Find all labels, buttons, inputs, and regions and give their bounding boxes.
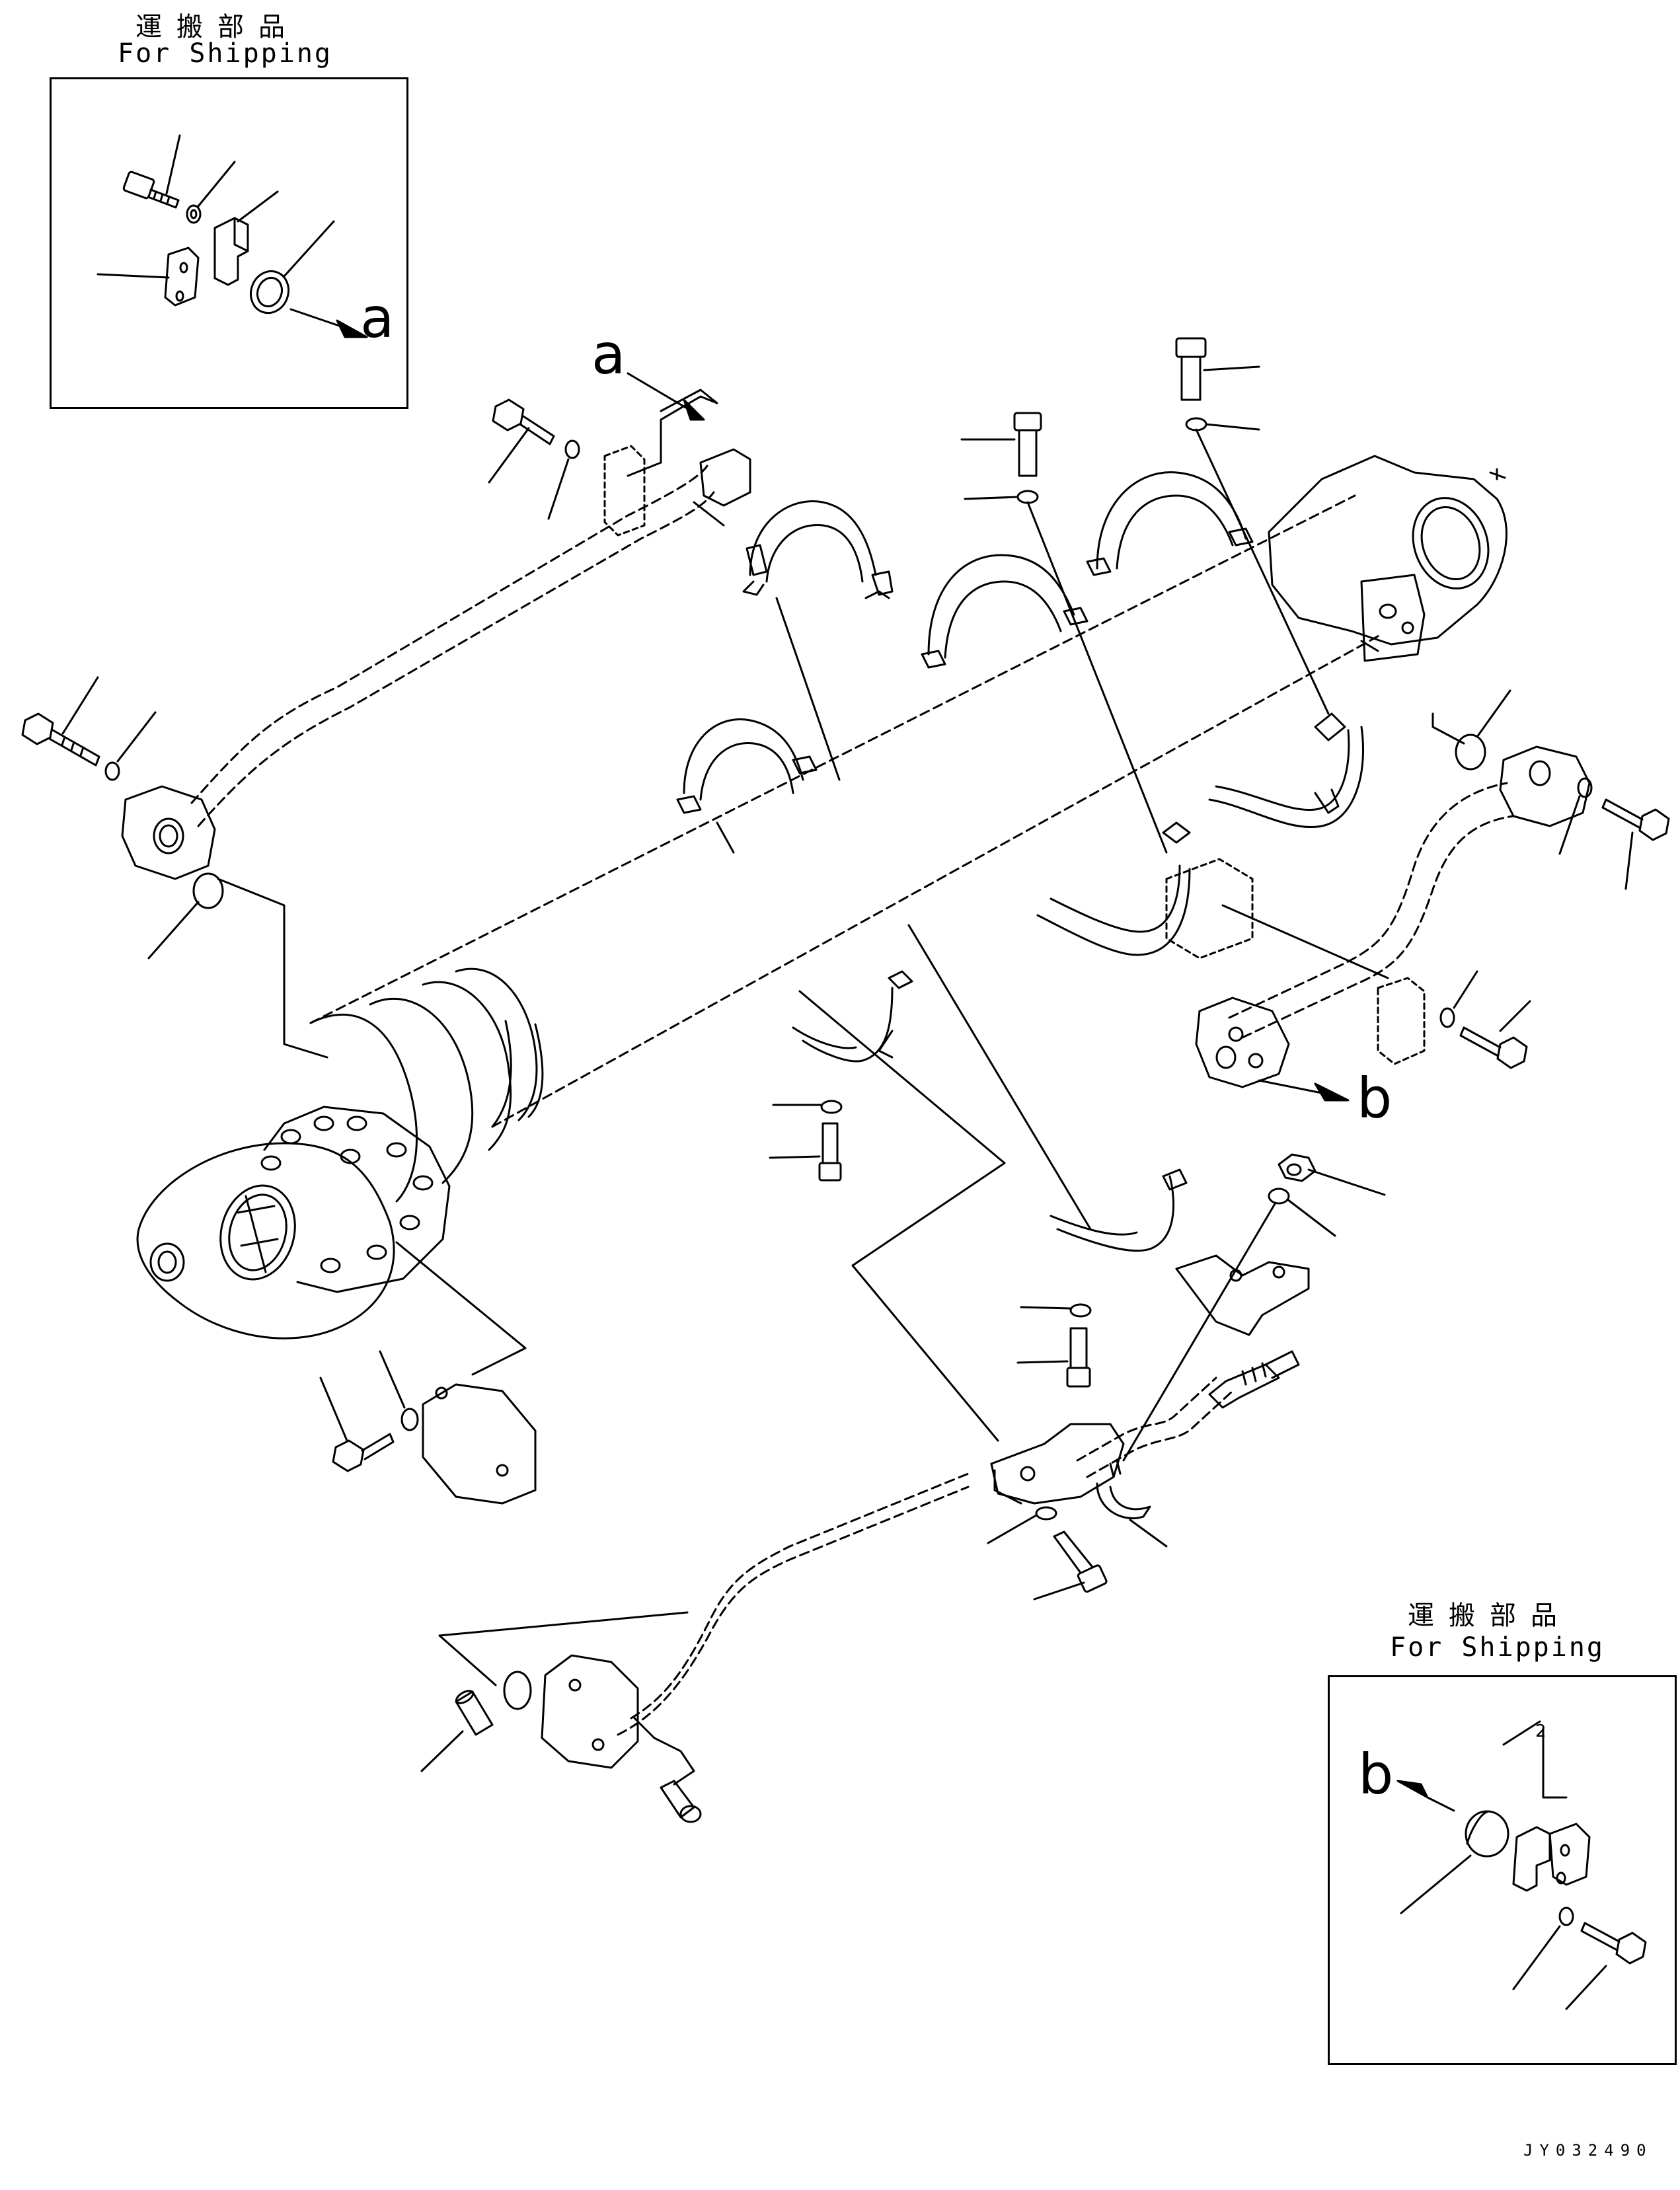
clamp-1 [742,500,894,599]
washer-cover-icon [401,1408,419,1431]
bolt-cover-icon [332,1433,395,1472]
split-flange-lower [1377,977,1426,1065]
flange-b [1195,997,1290,1088]
clamp-5 [1208,712,1364,828]
washer-mid-icon [820,1100,843,1114]
inset-frame-for-shipping-b [1328,1675,1677,2065]
inset-a-ref-letter: a [360,285,395,350]
inset-b-title-en: For Shipping [1390,1632,1605,1663]
lower-block [541,1654,695,1786]
inset-b-washer-icon [1558,1907,1574,1926]
pipe-upper-right [1228,782,1515,1039]
bolt-clamp-top-b-icon [1175,337,1207,401]
clamp-2 [921,554,1088,669]
inset-b-split-flange-icon [1512,1823,1591,1892]
valve-block [990,1423,1125,1505]
pin-icon [455,1690,494,1736]
cover-plate [422,1383,537,1505]
washer-right-icon [1577,777,1593,798]
drawing-code: JY032490 [1523,2141,1653,2160]
bolt-clamp-top-a-icon [1013,412,1042,477]
pipe-lower [617,1472,970,1736]
cylinder-bottom-boss [1268,455,1508,646]
bracket-plate [1175,1254,1310,1336]
washer-b-icon [1439,1007,1455,1028]
main-ref-b: b [1357,1066,1393,1131]
pipe-upper-left [190,465,715,827]
o-ring-right-icon [1455,734,1486,771]
pipe-lower-right [1076,1377,1234,1478]
bolt-mid-icon [818,1122,842,1182]
cylinder-tube [136,455,1508,1340]
rod-eye-left [136,1142,395,1340]
nut-icon [1278,1153,1317,1182]
bolt-b-icon [1459,1026,1528,1069]
bolt-left-icon [21,712,100,767]
washer-nut-icon [1268,1188,1290,1205]
inset-a-bolt-icon [122,170,180,209]
u-bolt-icon [1096,1459,1151,1520]
inset-b-bolt-icon [1580,1922,1647,1965]
o-ring-lower-icon [503,1671,532,1710]
inset-b-title-jp: 運搬部品 [1408,1601,1572,1631]
bolt-upper-icon [492,398,555,445]
clamp-7 [792,970,913,1063]
flange-left [121,785,216,880]
clamp-4 [676,718,818,814]
inset-a-title-en: For Shipping [118,38,332,69]
main-ref-a: a [592,322,626,387]
inset-b-plug-icon [1465,1810,1509,1858]
inset-a-title-jp: 運搬部品 [135,12,299,42]
inset-frame-for-shipping-a [50,77,408,409]
washer-clamp-top-a-icon [1016,490,1039,504]
washer-left-icon [104,761,120,781]
inset-a-o-ring-icon [250,270,289,315]
washer-upper-icon [564,439,580,459]
gland-bolts [260,1106,451,1293]
bolt-right-icon [1601,798,1670,841]
split-flange-middle [1165,858,1254,960]
washer-clamp-top-b-icon [1185,417,1207,432]
split-flange-upper [603,445,751,537]
inset-a-parts [96,134,368,338]
clamp-6 [1036,821,1191,956]
o-ring-left-icon [192,872,224,909]
hose-fitting [1208,1350,1300,1409]
bolt-lower-icon [1066,1327,1091,1388]
washer-lower-icon [1069,1303,1092,1318]
inset-b-ref-letter: b [1358,1742,1394,1807]
inset-a-split-flange-icon [164,217,249,307]
inset-a-washer-icon [186,204,202,224]
inset-b-parts [1396,1720,1647,2010]
clamp-8 [1050,1168,1188,1252]
flange-right [1499,745,1591,827]
washer-valve-icon [1035,1506,1057,1521]
